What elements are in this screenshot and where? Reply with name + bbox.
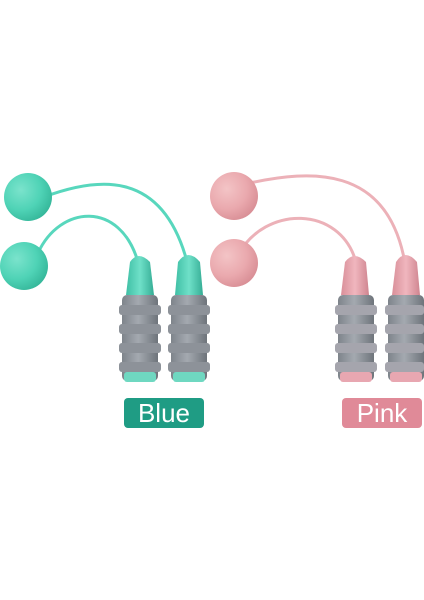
pink-handle-left [335, 256, 377, 382]
pink-cord-bottom [236, 216, 358, 263]
pink-ball-top [210, 172, 258, 220]
teal-cord-top [43, 182, 188, 259]
teal-handle-right [168, 255, 210, 382]
blue-variant-label: Blue [124, 398, 204, 428]
teal-handle-left [119, 256, 161, 382]
teal-cord-bottom [36, 214, 140, 263]
teal-ball-bottom [0, 242, 48, 290]
pink-variant-label: Pink [342, 398, 422, 428]
teal-ball-top [4, 173, 52, 221]
pink-ball-bottom [210, 239, 258, 287]
pink-handle-right [385, 255, 424, 382]
pink-cord-top [249, 174, 406, 259]
